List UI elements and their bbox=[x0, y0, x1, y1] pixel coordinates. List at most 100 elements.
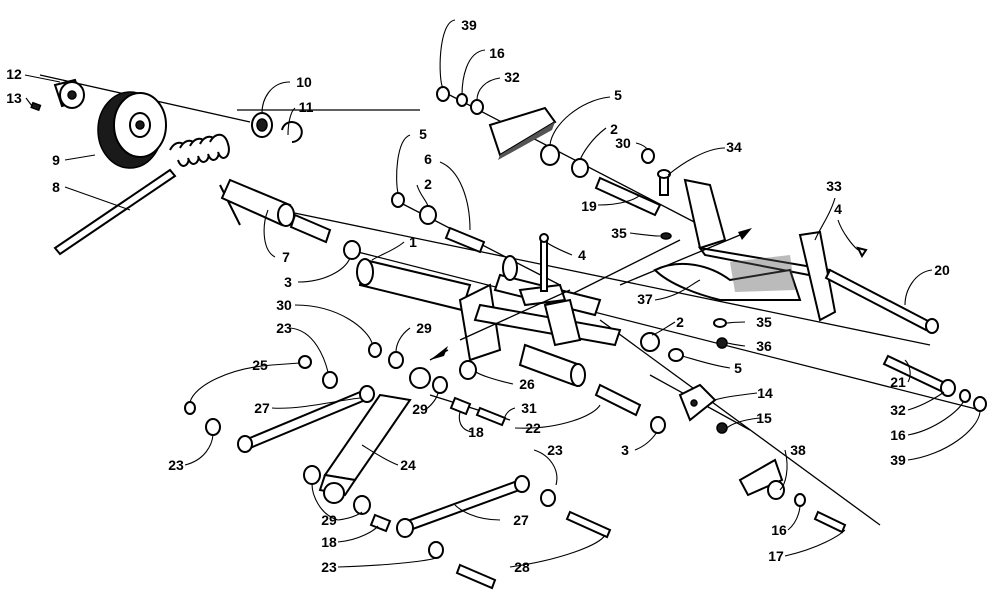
part-36-nut bbox=[716, 337, 728, 349]
label-19: 19 bbox=[581, 198, 597, 214]
part-15-washer bbox=[716, 422, 728, 434]
part-22-pin bbox=[594, 383, 642, 417]
part-16-washer-top bbox=[456, 93, 468, 107]
part-16-washer-farright bbox=[959, 389, 971, 403]
label-27-lower: 27 bbox=[513, 512, 529, 528]
part-20-long-bolt bbox=[824, 268, 939, 334]
part-slide-bracket bbox=[488, 106, 557, 160]
label-23-c: 23 bbox=[547, 442, 563, 458]
part-nut-far-left bbox=[184, 401, 196, 415]
label-13: 13 bbox=[6, 90, 22, 106]
label-37: 37 bbox=[637, 291, 653, 307]
part-10-bearing bbox=[251, 112, 273, 138]
part-3-bushing-left bbox=[343, 240, 361, 260]
part-29-bushing-b bbox=[432, 376, 448, 394]
part-2-bushing-mid bbox=[640, 332, 660, 352]
part-13-screw bbox=[30, 101, 42, 112]
part-32-washer-right bbox=[940, 379, 956, 397]
part-4-clip-right bbox=[856, 246, 868, 258]
label-22: 22 bbox=[525, 420, 541, 436]
label-18-b: 18 bbox=[321, 534, 337, 550]
label-23-b: 23 bbox=[168, 457, 184, 473]
part-1-main-tube bbox=[356, 258, 472, 312]
label-5-mid: 5 bbox=[734, 360, 742, 376]
label-2-top: 2 bbox=[610, 121, 618, 137]
label-12: 12 bbox=[6, 66, 22, 82]
label-27-upper: 27 bbox=[254, 400, 270, 416]
label-11: 11 bbox=[299, 99, 314, 115]
part-33-rear-frame bbox=[683, 178, 837, 322]
label-2-upper: 2 bbox=[424, 176, 432, 192]
label-4-center: 4 bbox=[578, 247, 586, 263]
part-29-bushing-c bbox=[303, 465, 371, 515]
label-3-lower: 3 bbox=[621, 442, 629, 458]
part-torsion-spring bbox=[169, 133, 241, 226]
label-26: 26 bbox=[519, 376, 535, 392]
label-16-lower: 16 bbox=[771, 522, 787, 538]
label-28: 28 bbox=[514, 559, 530, 575]
part-16-washer-right bbox=[794, 493, 806, 507]
part-23-spacer-b bbox=[205, 418, 221, 436]
label-32: 32 bbox=[504, 69, 520, 85]
part-5-bolt-upper bbox=[391, 192, 405, 208]
part-2-bushing-top bbox=[571, 158, 589, 178]
label-24: 24 bbox=[400, 457, 416, 473]
part-27-link-lower bbox=[396, 475, 530, 538]
label-5-top: 5 bbox=[614, 87, 622, 103]
part-3-bushing-lower bbox=[650, 416, 666, 434]
part-18-bushing-a bbox=[449, 396, 472, 416]
part-28-bolt bbox=[455, 563, 497, 590]
part-24-shock-absorber bbox=[318, 367, 431, 504]
part-17-bolt bbox=[813, 510, 847, 534]
label-2-mid: 2 bbox=[676, 314, 684, 330]
label-1: 1 bbox=[409, 234, 417, 250]
part-39-nut-top bbox=[436, 86, 450, 102]
label-23-a: 23 bbox=[276, 320, 292, 336]
label-21: 21 bbox=[890, 374, 906, 390]
part-35-washer-upper bbox=[660, 232, 672, 240]
part-5-bolt-mid bbox=[668, 348, 684, 362]
label-30-left: 30 bbox=[276, 297, 292, 313]
leader-lines bbox=[24, 19, 981, 568]
label-35-lower: 35 bbox=[756, 314, 772, 330]
label-29-b: 29 bbox=[412, 401, 428, 417]
label-38: 38 bbox=[790, 442, 806, 458]
part-39-nut-right bbox=[973, 396, 987, 412]
label-3-left: 3 bbox=[284, 274, 292, 290]
part-7-sleeve bbox=[220, 178, 295, 227]
label-36: 36 bbox=[756, 338, 772, 354]
label-10: 10 bbox=[296, 74, 312, 90]
part-34-bolt bbox=[657, 169, 671, 196]
label-4-right: 4 bbox=[834, 201, 842, 217]
part-12-end-cap bbox=[53, 78, 85, 109]
label-33: 33 bbox=[826, 178, 842, 194]
assembly-arrows bbox=[429, 228, 752, 361]
part-23-spacer-a bbox=[322, 371, 338, 389]
label-9: 9 bbox=[52, 152, 60, 168]
label-14: 14 bbox=[757, 385, 773, 401]
part-31-bolt bbox=[475, 406, 507, 427]
label-23-d: 23 bbox=[321, 559, 337, 575]
label-18-a: 18 bbox=[468, 424, 484, 440]
label-39-right: 39 bbox=[890, 452, 906, 468]
part-5-bushing-top bbox=[540, 144, 560, 166]
label-7: 7 bbox=[282, 249, 290, 265]
part-14-plate bbox=[678, 383, 717, 422]
label-30-top: 30 bbox=[615, 135, 631, 151]
label-16-right: 16 bbox=[890, 427, 906, 443]
part-38-bushing bbox=[767, 480, 785, 500]
part-23-spacer-d bbox=[428, 541, 444, 559]
part-29-bushing-a bbox=[388, 351, 404, 369]
label-6: 6 bbox=[424, 151, 432, 167]
part-26-bushing bbox=[459, 360, 477, 380]
label-29-a: 29 bbox=[416, 320, 432, 336]
part-4-clip-center bbox=[539, 233, 549, 292]
part-30-nut-left bbox=[368, 342, 382, 358]
part-19-pin bbox=[594, 176, 662, 217]
label-35-upper: 35 bbox=[611, 225, 627, 241]
label-25: 25 bbox=[252, 357, 268, 373]
label-15: 15 bbox=[756, 410, 772, 426]
part-30-nut bbox=[641, 148, 655, 164]
label-8: 8 bbox=[52, 179, 60, 195]
